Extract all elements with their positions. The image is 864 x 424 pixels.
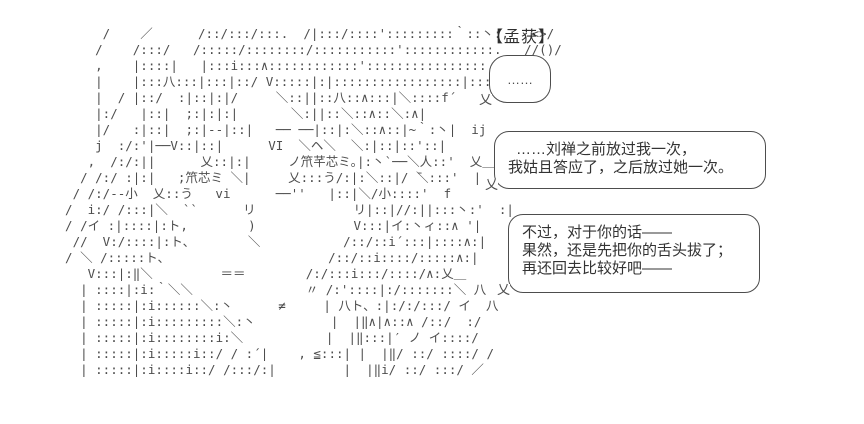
- dialogue-bubble-2-tail: 乂: [497, 283, 511, 298]
- dialogue-bubble-2: 不过，对于你的话—— 果然，还是先把你的舌头拔了； 再还回去比较好吧——: [508, 214, 760, 293]
- thought-bubble: ……: [489, 55, 551, 103]
- dialogue-bubble-2-line-2: 果然，还是先把你的舌头拔了；: [522, 242, 733, 259]
- thought-bubble-text: ……: [507, 71, 533, 87]
- dialogue-bubble-2-line-3: 再还回去比较好吧——: [522, 260, 673, 277]
- dialogue-bubble-1-line-1: ……刘禅之前放过我一次，: [516, 141, 697, 158]
- dialogue-bubble-1: ……刘禅之前放过我一次， 我姑且答应了，之后放过她一次。: [494, 131, 766, 189]
- dialogue-bubble-1-tail: 乂: [485, 178, 499, 193]
- thought-bubble-tail: 乂: [479, 93, 493, 108]
- dialogue-bubble-2-line-1: 不过，对于你的话——: [522, 224, 673, 241]
- dialogue-bubble-1-line-2: 我姑且答应了，之后放过她一次。: [508, 159, 734, 176]
- character-name-tag: 【孟获】: [487, 29, 556, 46]
- ascii-art: / ／ /::/:::/:::. /|:::/::::':::::::::｀::…: [65, 26, 562, 377]
